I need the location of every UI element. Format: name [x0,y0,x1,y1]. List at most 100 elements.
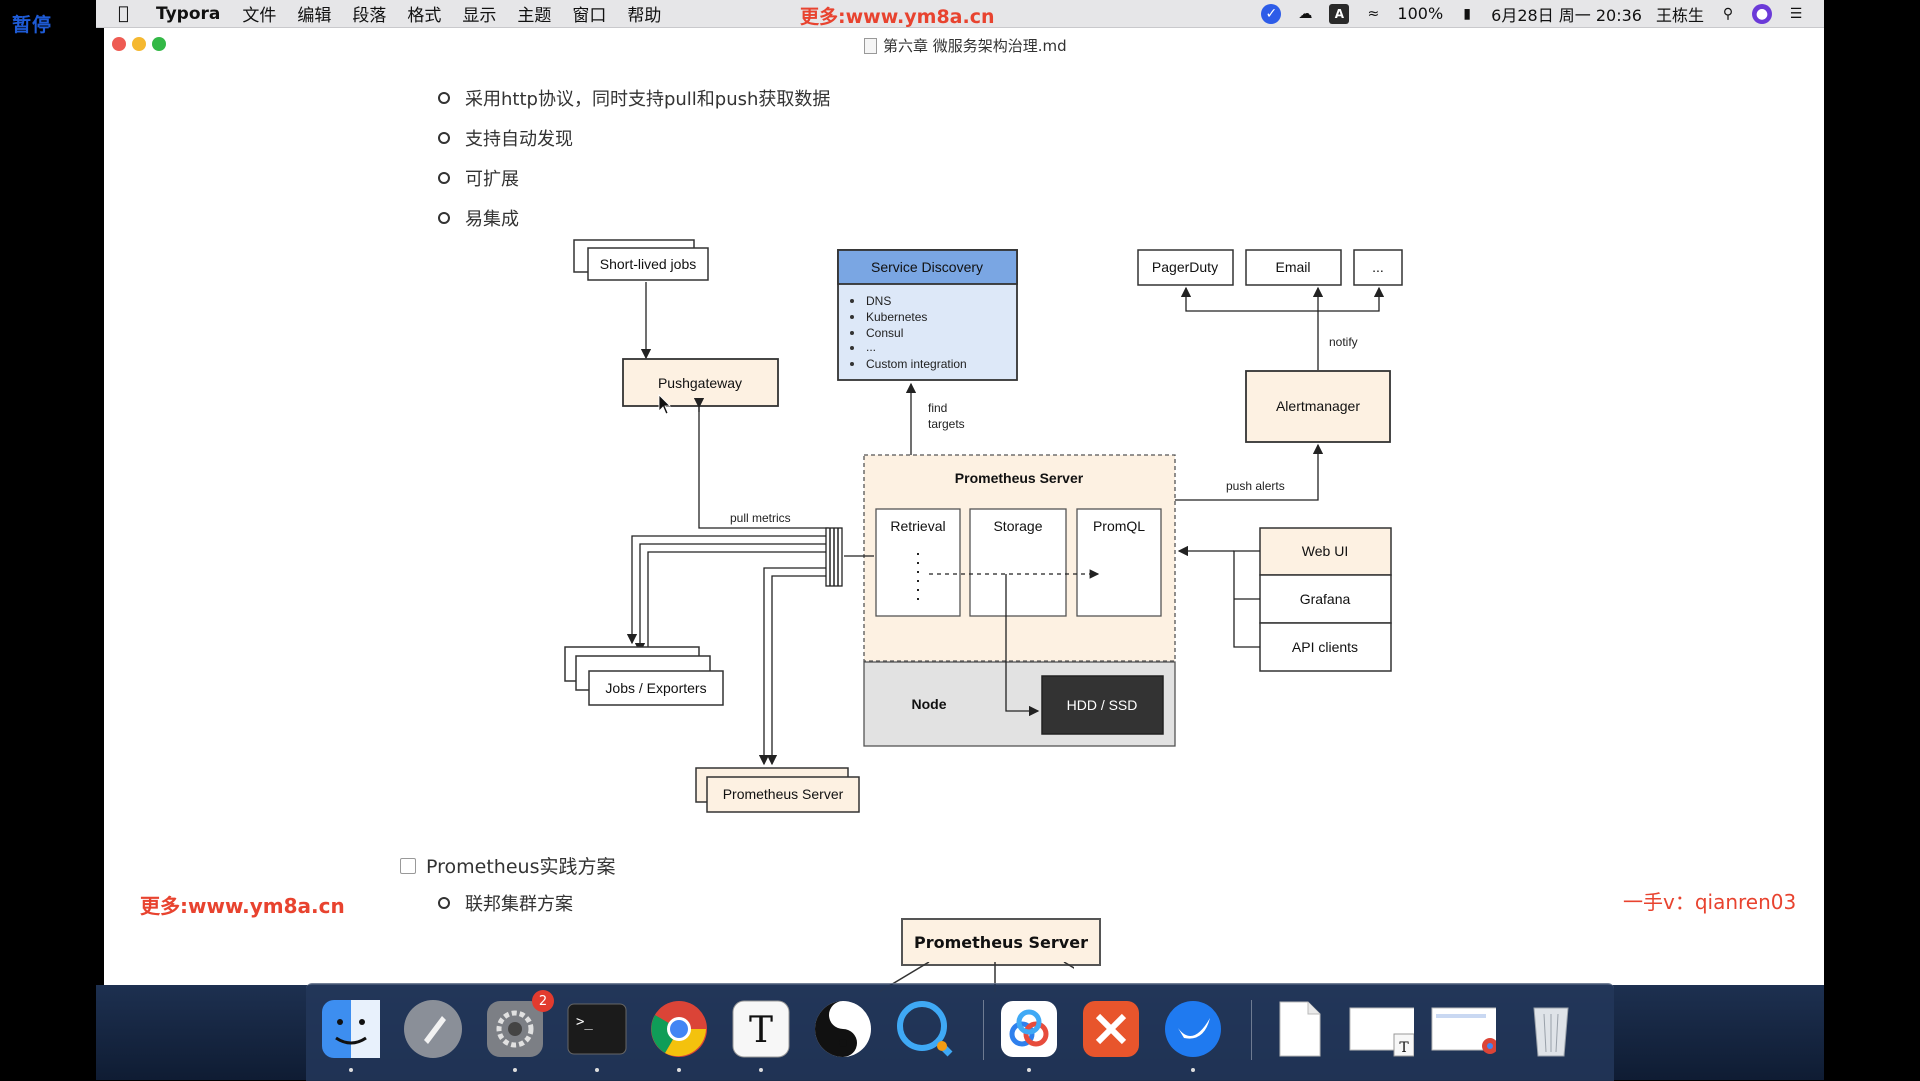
bullet-icon [438,212,450,224]
user-name[interactable]: 王栋生 [1655,5,1704,25]
siri-icon[interactable]: ● [1752,3,1772,24]
minimize-button[interactable] [132,37,146,51]
prometheus-server-lower-label: Prometheus Server [723,786,844,802]
pushgateway-box: Pushgateway [622,358,779,407]
bullet-icon [438,172,450,184]
list-item-text: 采用http协议，同时支持pull和push获取数据 [465,89,831,110]
screenshot-web-icon[interactable] [1430,996,1496,1062]
list-item-text: 联邦集群方案 [465,894,573,915]
typora-window: 第六章 微服务架构治理.md 采用http协议，同时支持pull和push获取数… [104,28,1824,992]
typora-icon[interactable]: T [728,996,794,1072]
list-item-text: 支持自动发现 [465,129,573,150]
list-item-text: 易集成 [465,209,519,230]
terminal-icon[interactable]: >_ [564,996,630,1072]
list-item-text: 可扩展 [465,169,519,190]
menu-theme[interactable]: 主题 [517,6,552,26]
menu-app-name[interactable]: Typora [156,3,221,24]
more-receivers-box: ... [1353,249,1403,286]
alertmanager-box: Alertmanager [1245,370,1391,443]
control-center-icon[interactable]: ☰ [1789,5,1803,22]
menu-window[interactable]: 窗口 [572,6,607,26]
list-item[interactable]: 支持自动发现 [438,118,830,158]
yinyang-app-icon[interactable] [810,996,876,1062]
federation-prometheus-server-box: Prometheus Server [901,918,1101,966]
retrieval-label: Retrieval [890,518,945,534]
input-method-icon[interactable]: A [1329,3,1350,24]
xmind-icon[interactable] [1078,996,1144,1062]
watermark-left: 更多:www.ym8a.cn [140,894,345,918]
screenshot-doc-icon[interactable]: T [1348,996,1414,1062]
jobs-exporters-box: Jobs / Exporters [564,646,724,706]
document-icon[interactable] [1266,996,1332,1062]
menu-help[interactable]: 帮助 [627,6,662,26]
cloud-sync-icon[interactable]: ☁ [1298,5,1313,22]
quicktime-chat-icon[interactable] [892,996,958,1062]
search-icon[interactable]: ⚲ [1722,5,1734,22]
system-preferences-icon[interactable]: 2 [482,990,554,1072]
trash-icon[interactable] [1518,996,1584,1062]
list-item[interactable]: 可扩展 [438,158,830,198]
svg-text:T: T [1399,1040,1409,1056]
task-checkbox[interactable] [400,857,416,874]
finder-icon[interactable] [318,996,384,1072]
alertmanager-label: Alertmanager [1276,398,1360,414]
email-box: Email [1245,249,1342,286]
dock: 2 >_ T T [306,983,1614,1081]
wifi-icon[interactable]: ≈ [1367,5,1380,22]
jobs-exporters-label: Jobs / Exporters [605,680,706,696]
storage-label: Storage [993,518,1042,534]
launchpad-icon[interactable] [400,996,466,1062]
push-alerts-label: push alerts [1226,479,1285,493]
notification-badge: 2 [532,990,554,1012]
baidu-netdisk-icon[interactable] [996,996,1062,1072]
apple-icon[interactable]:  [118,3,140,24]
dock-separator [983,1000,984,1060]
sd-item-dns: DNS [866,294,891,308]
pull-metrics-label: pull metrics [730,511,791,525]
list-item[interactable]: 易集成 [438,198,830,238]
document-icon [864,37,877,54]
list-item[interactable]: 采用http协议，同时支持pull和push获取数据 [438,78,830,118]
bullet-icon [438,132,450,144]
menu-paragraph[interactable]: 段落 [352,6,387,26]
bullet-icon [438,897,450,909]
chrome-icon[interactable] [646,996,712,1072]
hdd-ssd-label: HDD / SSD [1067,697,1138,713]
watermark-top: 更多:www.ym8a.cn [800,6,995,28]
task-item-prometheus-practice[interactable]: Prometheus实践方案 [400,852,615,879]
api-clients-label: API clients [1292,639,1358,655]
datetime[interactable]: 6月28日 周一 20:36 [1491,5,1642,25]
short-lived-jobs-box: Short-lived jobs [573,239,709,281]
menu-format[interactable]: 格式 [407,6,442,26]
list-item-federation[interactable]: 联邦集群方案 [438,890,573,916]
clients-box: Web UI Grafana API clients [1259,527,1392,672]
menu-view[interactable]: 显示 [462,6,497,26]
battery-icon[interactable]: ▮ [1463,5,1472,22]
dingtalk-icon[interactable] [1160,996,1226,1072]
sd-item-consul: Consul [866,326,903,340]
svg-text:T: T [749,1010,773,1051]
typora-status-icon[interactable]: ✓ [1261,3,1282,24]
watermark-right: 一手v：qianren03 [1623,890,1797,914]
prometheus-server-box: Prometheus Server Retrieval Storage Prom… [863,454,1176,662]
email-label: Email [1275,259,1310,275]
menu-file[interactable]: 文件 [242,6,277,26]
menu-bar:  Typora 文件 编辑 段落 格式 显示 主题 窗口 帮助 更多:www.… [96,0,1824,28]
bullet-icon [438,92,450,104]
pause-label[interactable]: 暂停 [12,14,53,36]
zoom-button[interactable] [152,37,166,51]
sd-item-kubernetes: Kubernetes [866,310,927,324]
node-label: Node [912,696,947,712]
battery-percent[interactable]: 100% [1397,4,1444,23]
close-button[interactable] [112,37,126,51]
svg-text:>_: >_ [576,1014,593,1030]
web-ui-label: Web UI [1302,543,1348,559]
dock-separator [1251,1000,1252,1060]
menu-edit[interactable]: 编辑 [297,6,332,26]
prometheus-server-title: Prometheus Server [955,470,1084,486]
pushgateway-label: Pushgateway [658,375,742,391]
mouse-cursor-icon [658,394,671,415]
title-bar: 第六章 微服务架构治理.md [104,28,1824,60]
sd-item-more: ... [866,340,876,354]
promql-label: PromQL [1093,518,1145,534]
